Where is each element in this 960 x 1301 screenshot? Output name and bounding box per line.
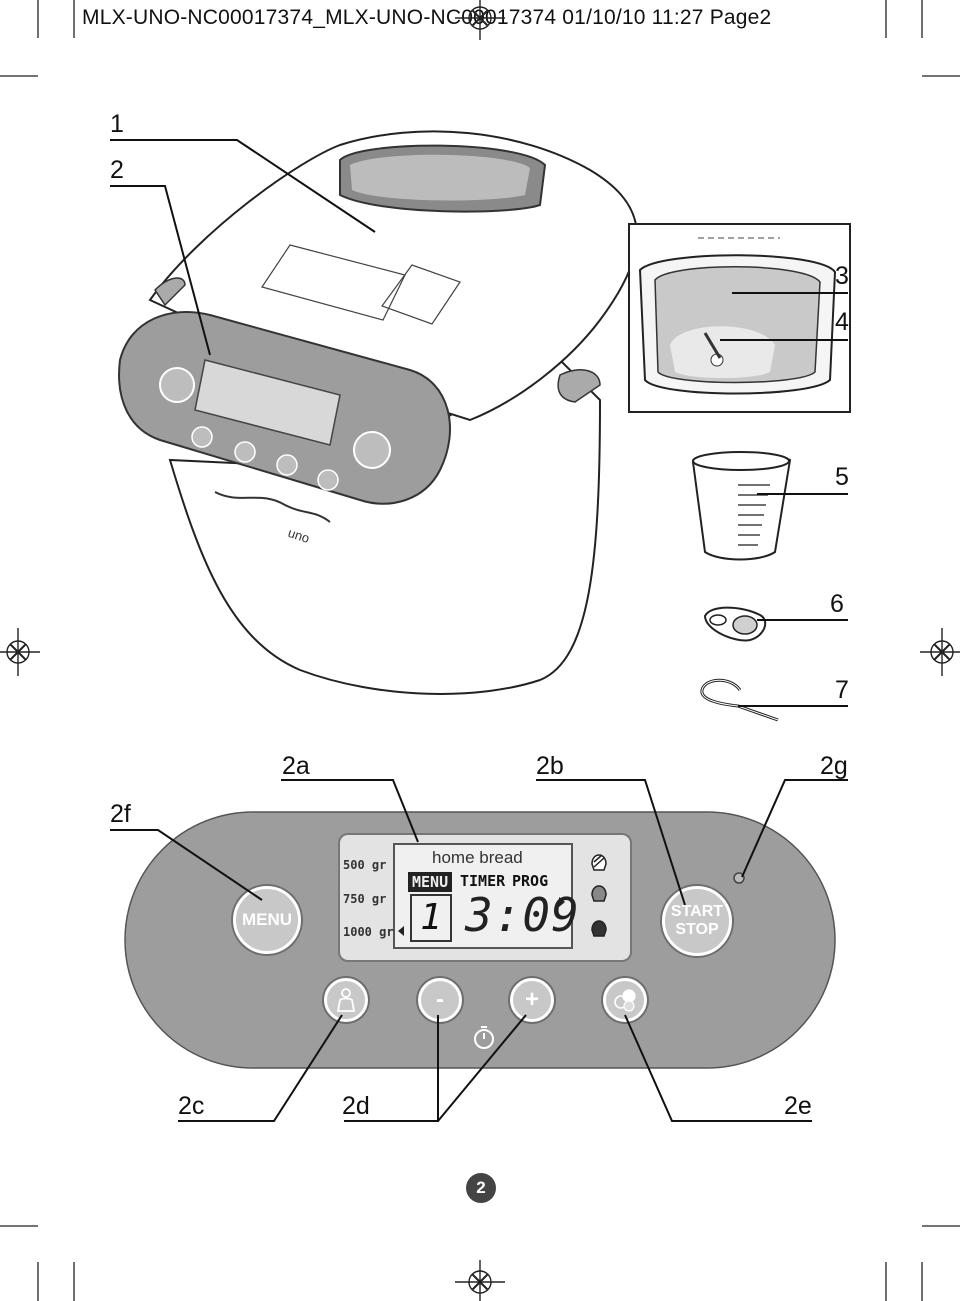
registration-mark-left (0, 628, 40, 676)
callout-2c: 2c (178, 1092, 205, 1120)
callout-4: 4 (835, 308, 849, 336)
callout-6: 6 (830, 590, 844, 618)
lcd-timer-label: TIMER (460, 872, 506, 890)
weight-button[interactable] (324, 978, 368, 1022)
callout-5: 5 (835, 463, 849, 491)
menu-button[interactable]: MENU (233, 886, 301, 954)
lcd-program-number: 1 (410, 894, 452, 942)
page-number: 2 (466, 1173, 496, 1203)
callout-2f: 2f (110, 800, 131, 828)
crust-dark-icon (591, 920, 607, 937)
stop-label: STOP (675, 921, 719, 938)
lcd-time: 3:09 (465, 888, 580, 942)
crust-button[interactable] (603, 978, 647, 1022)
registration-mark-right (920, 628, 960, 676)
callout-2d: 2d (342, 1092, 370, 1120)
callout-7: 7 (835, 676, 849, 704)
start-stop-button[interactable]: START STOP (662, 886, 732, 956)
print-slug: MLX-UNO-NC00017374_MLX-UNO-NC00017374 01… (82, 6, 772, 29)
callout-2b: 2b (536, 752, 564, 780)
weight-person-icon (336, 988, 356, 1012)
weight-750: 750 gr (343, 892, 387, 906)
crust-medium-icon (591, 885, 607, 902)
crust-color-icon (614, 989, 636, 1012)
lcd-prog-label: PROG (512, 872, 549, 890)
callout-2: 2 (110, 156, 124, 184)
lcd-brand-text: home bread (432, 848, 523, 867)
registration-mark-top (455, 0, 505, 40)
crust-light-icon (591, 854, 607, 871)
callout-3: 3 (835, 262, 849, 290)
callout-2e: 2e (784, 1092, 812, 1120)
registration-mark-bottom (455, 1260, 505, 1301)
callout-2g: 2g (820, 752, 848, 780)
weight-1000: 1000 gr (343, 925, 394, 939)
start-label: START (670, 903, 724, 920)
weight-500: 500 gr (343, 858, 387, 872)
plus-button[interactable]: + (510, 978, 554, 1022)
callout-1: 1 (110, 110, 124, 138)
callout-2a: 2a (282, 752, 310, 780)
minus-button[interactable]: - (418, 978, 462, 1022)
lcd-menu-tag: MENU (408, 872, 453, 892)
lcd-screen (393, 843, 573, 949)
